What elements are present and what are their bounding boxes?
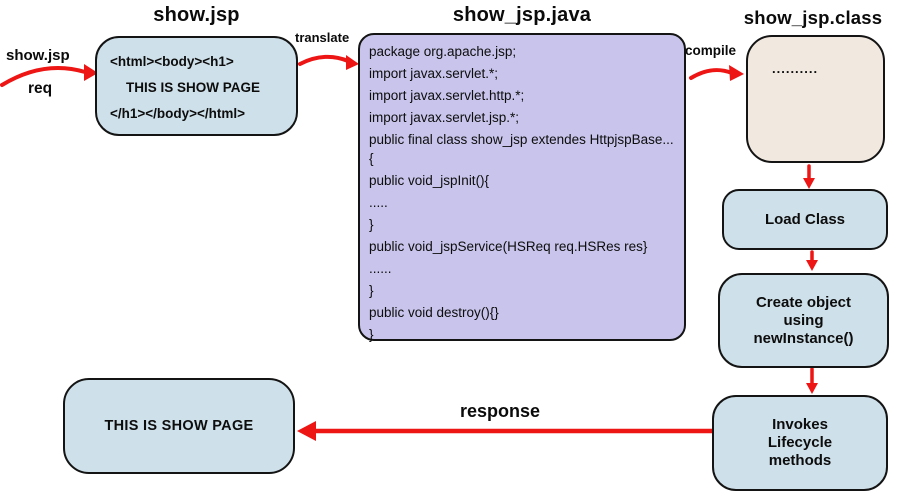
compile-label: compile — [685, 43, 737, 58]
load-class-label: Load Class — [764, 210, 846, 228]
class-box-title: show_jsp.class — [743, 7, 883, 28]
java-source-box: package org.apache.jsp; import javax.ser… — [358, 33, 686, 342]
request-req-label: req — [28, 80, 53, 97]
invokes-lifecycle-label: Invokes Lifecycle methods — [767, 416, 833, 469]
response-output-box: THIS IS SHOW PAGE — [63, 378, 295, 474]
jsp-code-line: <html><body><h1> — [110, 54, 234, 69]
request-file-label: show.jsp — [6, 47, 70, 64]
java-code-line: public void_jspInit(){ — [369, 172, 490, 188]
response-output-label: THIS IS SHOW PAGE — [104, 418, 254, 434]
java-code-line: } — [369, 216, 374, 232]
java-code-line: ..... — [369, 194, 388, 210]
java-box-title: show_jsp.java — [452, 4, 592, 26]
load-class-box: Load Class — [722, 189, 888, 250]
translate-arrow — [298, 54, 350, 66]
class-file-box: .......... — [746, 35, 885, 163]
jsp-source-box: <html><body><h1> THIS IS SHOW PAGE </h1>… — [95, 36, 298, 136]
bytecode-dots: .......... — [772, 61, 819, 76]
response-label: response — [459, 401, 541, 421]
load-to-create-arrowhead — [806, 260, 818, 271]
java-code-line: } — [369, 282, 374, 298]
compile-arrow — [689, 68, 734, 80]
jsp-code-line: THIS IS SHOW PAGE — [126, 80, 261, 95]
java-code-line: public void destroy(){} — [369, 304, 499, 320]
create-object-box: Create object using newInstance() — [718, 273, 889, 368]
translate-label: translate — [295, 30, 350, 45]
jsp-code-line: </h1></body></html> — [110, 106, 246, 121]
java-code-line: ...... — [369, 260, 392, 276]
java-code-line: public final class show_jsp extendes Htt… — [369, 132, 674, 166]
class-to-load-arrowhead — [803, 178, 815, 189]
compile-arrowhead — [729, 65, 744, 81]
response-arrowhead — [297, 421, 316, 441]
create-object-label: Create object using newInstance() — [753, 293, 854, 347]
java-code-line: package org.apache.jsp; — [369, 44, 517, 59]
jsp-box-title: show.jsp — [153, 4, 240, 26]
java-code-line: } — [369, 326, 374, 342]
java-code-line: import javax.servlet.*; — [369, 66, 499, 81]
java-code-line: public void_jspService(HSReq req.HSRes r… — [369, 238, 648, 254]
java-code-line: import javax.servlet.jsp.*; — [369, 110, 520, 125]
invokes-lifecycle-box: Invokes Lifecycle methods — [712, 395, 888, 491]
java-code-line: import javax.servlet.http.*; — [369, 88, 525, 103]
create-to-invokes-arrowhead — [806, 383, 818, 394]
